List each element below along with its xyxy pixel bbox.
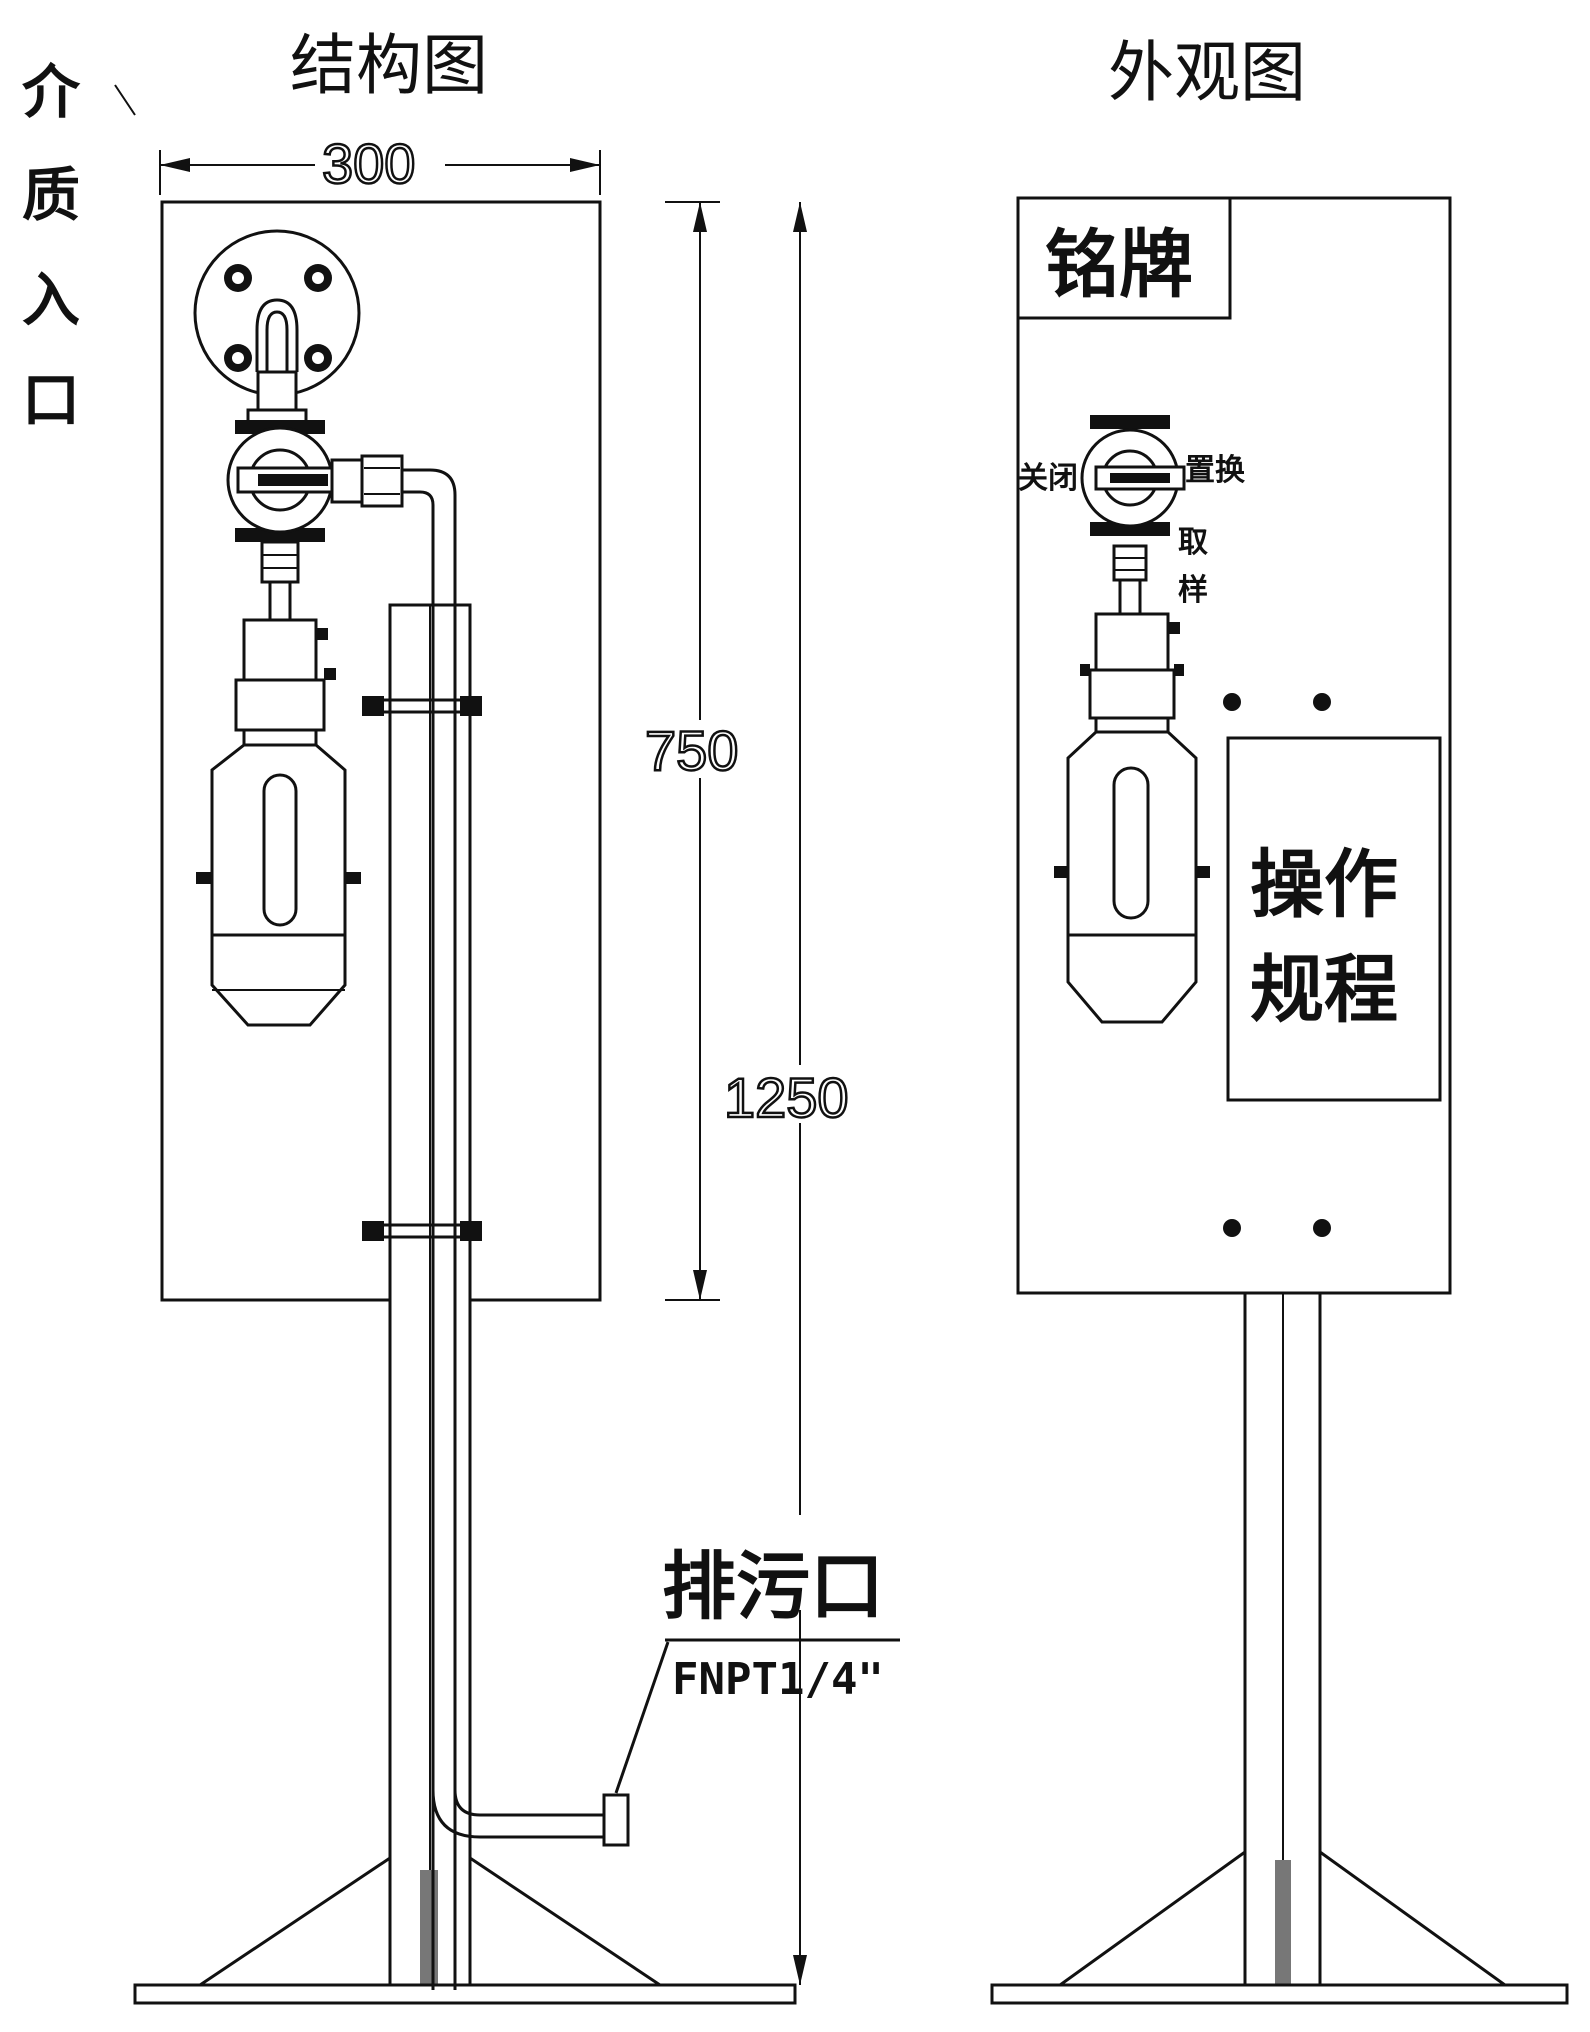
inlet-label-char-4: 口 bbox=[22, 366, 80, 434]
valve-close-label: 关闭 bbox=[1018, 461, 1078, 496]
cylinder-appearance bbox=[1054, 612, 1210, 1024]
valve-appearance bbox=[1080, 415, 1186, 616]
structure-title: 结构图 bbox=[290, 27, 488, 104]
right-base bbox=[990, 1849, 1569, 2005]
valve-sample-label-char-1: 取 bbox=[1178, 525, 1208, 560]
total-height-text: 1250 bbox=[724, 1066, 849, 1129]
width-dim-text-bg bbox=[315, 135, 445, 187]
width-dimension-text: 300 bbox=[322, 132, 415, 195]
panel-height-text: 750 bbox=[645, 719, 738, 782]
right-post bbox=[1243, 1291, 1322, 1987]
sample-tube bbox=[350, 468, 630, 1990]
total-dim-text-bg bbox=[720, 1065, 880, 1123]
inlet-label-char-2: 质 bbox=[22, 161, 80, 229]
cabinet-front bbox=[1016, 196, 1452, 1295]
nameplate-box bbox=[1016, 196, 1232, 320]
drain-outlet-label: 排污口 bbox=[662, 1544, 884, 1630]
operating-rules-box bbox=[1226, 736, 1442, 1102]
three-way-valve bbox=[226, 408, 404, 622]
inlet-label-char-3: 入 bbox=[22, 266, 80, 334]
pipe-clamp-upper bbox=[362, 696, 482, 716]
drain-spec-label: FNPT1/4" bbox=[672, 1654, 884, 1705]
total-height-dimension bbox=[793, 202, 807, 1985]
left-post bbox=[388, 603, 472, 1987]
operating-rules-line1: 操作 bbox=[1250, 842, 1398, 928]
operating-rules-line2: 规程 bbox=[1250, 947, 1398, 1033]
drain-fitting bbox=[602, 1793, 630, 1847]
appearance-title: 外观图 bbox=[1108, 34, 1306, 111]
valve-replace-label: 置换 bbox=[1185, 453, 1246, 488]
valve-sample-label-char-2: 样 bbox=[1178, 573, 1208, 608]
pipe-clamp-lower bbox=[362, 1221, 482, 1241]
inlet-leader-mark bbox=[114, 84, 136, 116]
left-base bbox=[133, 1855, 797, 2005]
panel-dim-text-bg bbox=[640, 720, 760, 778]
mounting-panel bbox=[160, 200, 602, 1302]
inlet-label-char-1: 介 bbox=[22, 58, 81, 126]
drain-leader-line bbox=[614, 1641, 670, 1794]
inlet-flange bbox=[193, 229, 361, 412]
sample-cylinder bbox=[196, 618, 361, 1027]
cabinet-bolts bbox=[1223, 693, 1331, 1237]
nameplate-label: 铭牌 bbox=[1045, 222, 1193, 308]
